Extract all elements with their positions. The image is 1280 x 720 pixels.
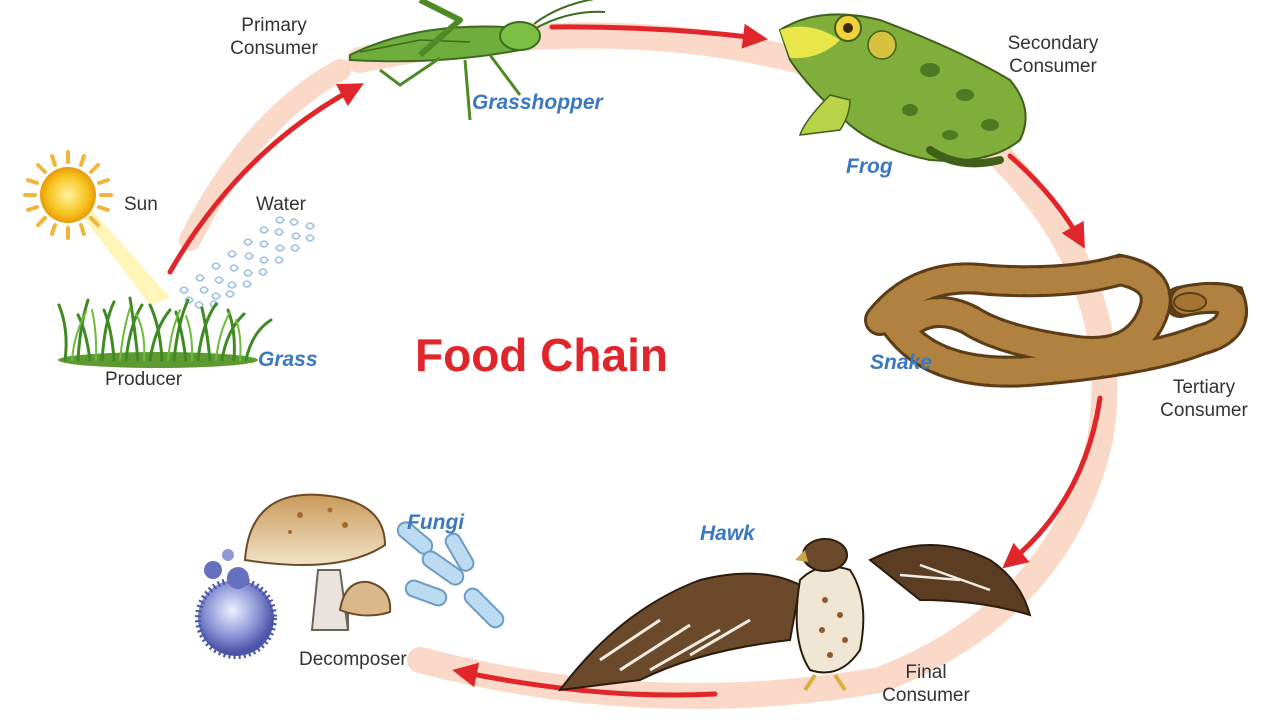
tertiary-consumer-label: Tertiary Consumer (1136, 376, 1272, 422)
arrow-final-to-decomposer (452, 662, 718, 698)
final-label-line2: Consumer (882, 685, 970, 706)
grass-name: Grass (258, 348, 318, 371)
primary-consumer-label: Primary Consumer (214, 14, 334, 60)
secondary-label-line2: Consumer (1009, 56, 1097, 77)
tertiary-label-line1: Tertiary (1172, 377, 1236, 398)
primary-label-line2: Consumer (230, 38, 318, 59)
arrow-secondary-to-tertiary (1007, 153, 1085, 249)
arrow-tertiary-to-final (1002, 395, 1103, 569)
sun-label: Sun (124, 194, 158, 215)
secondary-label-line1: Secondary (1007, 33, 1099, 54)
water-label: Water (256, 194, 306, 215)
grasshopper-icon (349, 0, 606, 121)
water-icon (179, 216, 315, 309)
grasshopper-name: Grasshopper (472, 91, 603, 114)
primary-label-line1: Primary (241, 15, 307, 36)
diagram-title: Food Chain (415, 329, 668, 381)
tertiary-label-line2: Consumer (1160, 400, 1248, 421)
cycle-ring (179, 22, 1118, 709)
flow-arrows (167, 23, 1103, 698)
snake-icon (864, 253, 1248, 388)
hawk-icon (557, 538, 1032, 692)
secondary-consumer-label: Secondary Consumer (978, 32, 1128, 78)
sun-icon (23, 150, 170, 305)
final-consumer-label: Final Consumer (858, 661, 994, 707)
frog-icon (778, 13, 1027, 168)
arrow-producer-to-primary (167, 83, 364, 275)
snake-name: Snake (870, 351, 932, 374)
hawk-name: Hawk (700, 522, 755, 545)
fungi-name: Fungi (407, 511, 465, 534)
grass-icon (57, 296, 273, 368)
arrow-primary-to-secondary (549, 23, 768, 49)
decomposer-label: Decomposer (299, 649, 407, 670)
final-label-line1: Final (905, 662, 947, 683)
frog-name: Frog (846, 155, 893, 178)
fungi-icon (195, 493, 505, 659)
producer-label: Producer (105, 369, 183, 390)
